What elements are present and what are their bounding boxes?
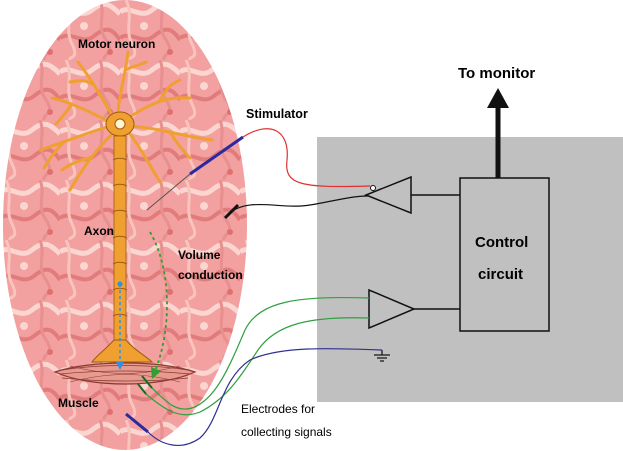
label-volume-2: conduction	[178, 268, 243, 282]
label-muscle: Muscle	[58, 396, 99, 410]
label-volume-1: Volume	[178, 248, 221, 262]
label-motor-neuron: Motor neuron	[78, 37, 155, 51]
control-circuit-box	[459, 177, 550, 332]
reference-probe	[223, 203, 240, 220]
stimulator-probe	[189, 135, 244, 176]
monitor-arrowhead	[487, 88, 509, 108]
reference-lead	[227, 195, 369, 215]
stimulator-output-node	[370, 185, 376, 191]
motor-neuron	[38, 50, 214, 370]
stimulator-probe-tip	[146, 173, 191, 211]
ground-wire	[147, 347, 383, 447]
label-to-monitor: To monitor	[458, 65, 535, 82]
recording-amplifier	[368, 288, 416, 330]
stimulator-wire	[242, 128, 371, 188]
electrode-needle-1	[141, 375, 153, 389]
label-electrodes-2: collecting signals	[241, 425, 332, 439]
electrode-wire-lower	[145, 317, 370, 416]
label-axon: Axon	[84, 224, 114, 238]
muscle	[53, 362, 197, 385]
electrode-needle-2	[137, 383, 147, 395]
ground-electrode	[125, 412, 149, 434]
label-electrodes-1: Electrodes for	[241, 402, 315, 416]
label-control-1: Control	[475, 234, 528, 251]
label-control-2: circuit	[478, 266, 523, 283]
electrode-wire-upper	[151, 296, 370, 410]
label-stimulator: Stimulator	[246, 107, 308, 121]
